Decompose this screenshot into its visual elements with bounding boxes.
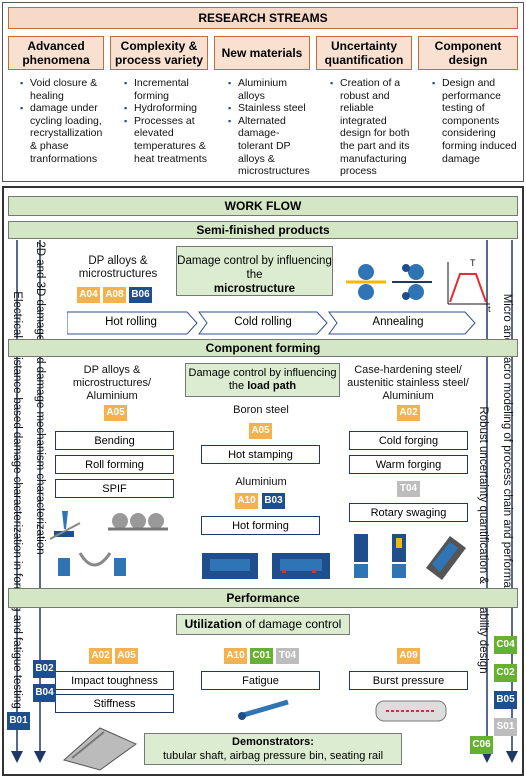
tag-a04: A04 [77,287,100,303]
list-item: Creation of a robust and reliable integr… [330,77,414,178]
research-heading-4: Uncertainty quantification [316,36,412,70]
research-heading-5: Component design [418,36,518,70]
tag-a02-perf: A02 [89,648,112,664]
tag-c02: C02 [494,664,517,682]
perf-burst-pressure: Burst pressure [349,671,468,690]
tag-a10-perf: A10 [224,648,247,664]
proc-bending: Bending [55,431,174,450]
list-item: damage under cycling loading, recrystall… [20,102,106,165]
step-hot-rolling: Hot rolling [105,316,157,328]
semi-control-text: Damage control by influencing the [177,255,332,281]
step-cold-rolling: Cold rolling [234,316,292,328]
tag-a02-right: A02 [397,405,420,421]
research-list-2: Incremental formingHydroformingProcesses… [124,77,208,165]
component-left-material: DP alloys & microstructures/ Aluminium [72,364,152,402]
aluminium-label: Aluminium [235,476,287,488]
perf-fatigue: Fatigue [201,671,320,690]
tag-s01: S01 [494,718,517,736]
seating-rail-illustration [62,727,137,771]
utilization-text: of damage control [241,617,342,631]
proc-spif: SPIF [55,479,174,498]
component-control-bold: load path [247,380,297,392]
tag-b02: B02 [33,660,56,678]
right-vertical-label-2: Robust uncertainty quantification & Reli… [477,406,489,674]
research-heading-1: Advanced phenomena [8,36,104,70]
semi-control-bold: microstructure [213,283,296,295]
proc-hot-stamping: Hot stamping [201,445,320,464]
workflow-title: WORK FLOW [8,196,518,216]
tag-b01: B01 [7,712,30,730]
tag-b04: B04 [33,684,56,702]
tag-a08: A08 [103,287,126,303]
research-streams-panel [2,2,524,182]
workflow-panel [2,186,524,776]
temperature-profile-icon: T t [447,258,491,314]
semi-control-box: Damage control by influencing the micros… [176,246,333,296]
tag-c06: C06 [470,736,493,754]
component-control-text: Damage control by influencing the [188,367,337,392]
rolling-icon [346,264,432,300]
list-item: Processes at elevated temperatures & hea… [124,115,208,165]
tag-a05-mid: A05 [249,423,272,439]
demonstrators-title: Demonstrators: [232,736,314,748]
left-vertical-label-2: 2D and 3D damage and damage mechanism ch… [34,241,46,555]
proc-rotary-swaging: Rotary swaging [349,503,468,522]
tag-c01: C01 [250,648,273,664]
tag-a10-mid: A10 [235,493,258,509]
research-list-4: Creation of a robust and reliable integr… [330,77,414,178]
research-list-3: Aluminium alloysStainless steelAlternate… [228,77,312,178]
pressure-bin-illustration [375,700,447,722]
component-control-box: Damage control by influencing the load p… [185,363,340,397]
tag-a05-perf: A05 [115,648,138,664]
hot-forming-illustration [202,553,330,579]
process-chevrons [67,311,476,335]
semi-material-label: DP alloys & microstructures [78,255,158,280]
tag-b06: B06 [129,287,152,303]
tag-t04-perf: T04 [276,648,299,664]
list-item: Aluminium alloys [228,77,312,102]
proc-hot-forming: Hot forming [201,516,320,535]
proc-roll-forming: Roll forming [55,455,174,474]
research-heading-2: Complexity & process variety [110,36,208,70]
demonstrators-box: Demonstrators: tubular shaft, airbag pre… [144,733,402,765]
tag-c04: C04 [494,636,517,654]
step-annealing: Annealing [372,316,424,328]
tag-t04-right: T04 [397,481,420,497]
research-streams-title: RESEARCH STREAMS [8,7,518,29]
perf-stiffness: Stiffness [55,694,174,713]
chart-axis-t-lower: t [488,304,491,314]
shaft-illustration [238,699,289,720]
performance-title: Performance [8,588,518,608]
proc-cold-forging: Cold forging [349,431,468,450]
list-item: Hydroforming [124,102,208,115]
list-item: Incremental forming [124,77,208,102]
utilization-box: Utilization of damage control [176,614,350,635]
tag-a05-left: A05 [104,405,127,421]
tag-b03: B03 [262,493,285,509]
list-item: Void closure & healing [20,77,106,102]
demonstrators-text: tubular shaft, airbag pressure bin, seat… [162,749,384,762]
forming-tools-illustration [50,511,168,576]
tag-b05: B05 [494,691,517,709]
utilization-bold: Utilization [184,617,242,631]
list-item: Alternated damage-tolerant DP alloys & m… [228,115,312,178]
component-forming-title: Component forming [8,339,518,357]
tag-a09: A09 [397,648,420,664]
list-item: Stainless steel [228,102,312,115]
list-item: Design and performance testing of compon… [432,77,520,165]
research-list-5: Design and performance testing of compon… [432,77,520,165]
semi-finished-title: Semi-finished products [8,221,518,239]
component-right-material: Case-hardening steel/ austenitic stainle… [347,364,469,402]
forging-illustration [354,534,466,580]
boron-steel-label: Boron steel [233,404,289,416]
proc-warm-forging: Warm forging [349,455,468,474]
research-heading-3: New materials [214,36,310,70]
research-list-1: Void closure & healingdamage under cycli… [20,77,106,165]
perf-impact-toughness: Impact toughness [55,671,174,690]
chart-axis-t-upper: T [470,258,476,268]
